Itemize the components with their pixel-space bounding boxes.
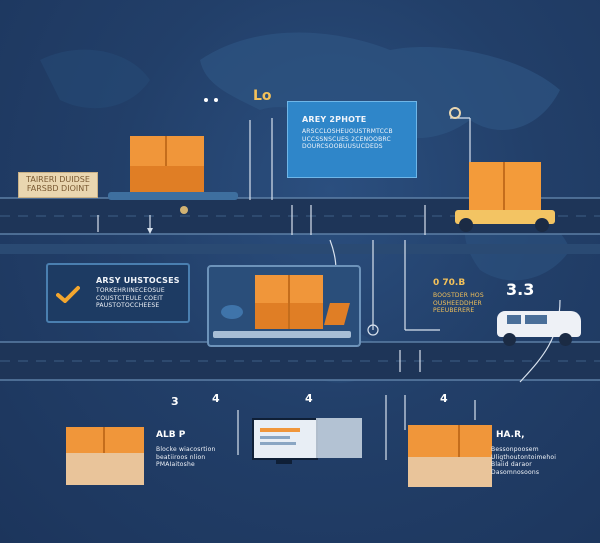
- step-number: 4: [305, 392, 313, 405]
- pin-icon: [449, 107, 461, 119]
- step-mark: 4: [212, 392, 220, 405]
- bottom-right-title: HA.R,: [496, 430, 525, 440]
- confirmation-card-title: ARSY UHSTOCSES: [96, 276, 180, 285]
- step-number: 4: [440, 392, 448, 405]
- bottom-left-body: Blocke wiacosrtion beatiiroos nlion PMAI…: [156, 446, 216, 468]
- shipment-card-title: AREY 2PHOTE: [302, 115, 367, 124]
- document-stack: [316, 418, 362, 458]
- package-icon: [130, 136, 204, 192]
- route-label-text: TAIRERI DUIDSE FARSBD DIOINT: [26, 175, 90, 193]
- confirmation-card-body: TORKEHRIINECEOSUE COUSTCTEULE COEIT PAUS…: [96, 287, 165, 309]
- confirmation-card: ARSY UHSTOCSES TORKEHRIINECEOSUE COUSTCT…: [46, 263, 190, 323]
- right-info-body: BOOSTDER HOS OUSHEEDDHER PEEUBERERE: [433, 292, 484, 314]
- shipment-card: AREY 2PHOTE ARSCCLOSHEUOUSTRMTCCB UCCSSN…: [287, 101, 417, 178]
- package-icon: [408, 425, 492, 487]
- route-label: TAIRERI DUIDSE FARSBD DIOINT: [18, 172, 98, 198]
- right-info-code: 0 70.B: [433, 278, 466, 288]
- monitor-icon: [252, 418, 318, 464]
- sorting-station: [207, 265, 361, 347]
- right-number: 3.3: [506, 280, 535, 299]
- shipment-card-body: ARSCCLOSHEUOUSTRMTCCB UCCSSNSCUES 2CENOO…: [302, 128, 393, 150]
- package-icon: [66, 427, 144, 485]
- bottom-right-body: Bessonpoosem Uligthoutontoimehoi Blaiid …: [491, 446, 557, 476]
- package-icon: [255, 275, 323, 329]
- check-icon: [56, 286, 80, 303]
- step-number: 3: [171, 395, 179, 408]
- platform: [108, 192, 238, 200]
- top-code: Lo: [253, 88, 272, 104]
- van-icon: [497, 305, 581, 346]
- bottom-left-title: ALB P: [156, 430, 186, 440]
- truck-icon: [455, 162, 555, 232]
